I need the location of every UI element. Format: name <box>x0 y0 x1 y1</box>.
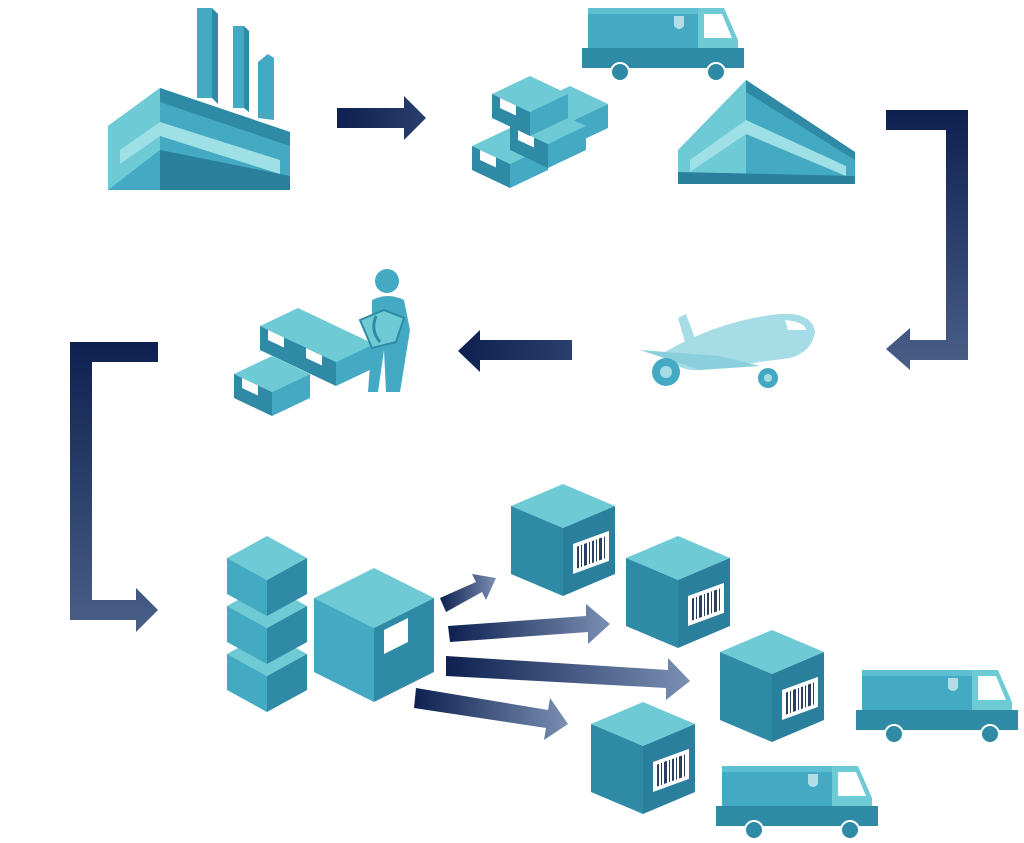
arrow-to-parcel-1 <box>440 574 496 612</box>
box-stack-icon <box>472 76 608 188</box>
barcode-box-icon <box>626 536 730 648</box>
airplane-icon <box>640 313 815 388</box>
barcode-box-icon <box>591 702 695 814</box>
delivery-truck-icon <box>715 765 879 840</box>
arrow-warehouse-to-airplane <box>886 110 968 370</box>
arrow-to-parcel-2 <box>448 604 610 644</box>
worker-carrying-box-icon <box>358 269 410 392</box>
barcode-box-icon <box>511 484 615 596</box>
barcode-box-icon <box>720 630 824 742</box>
stacked-cubes-icon <box>227 536 307 712</box>
delivery-truck-icon <box>855 669 1019 744</box>
large-box-icon <box>314 568 434 702</box>
arrow-worker-to-sorting <box>70 342 158 632</box>
arrow-airplane-to-worker <box>458 330 572 372</box>
arrow-to-parcel-4 <box>414 688 568 740</box>
box-stack-icon <box>234 308 374 416</box>
arrow-factory-to-boxes <box>337 96 426 140</box>
warehouse-icon <box>678 80 855 184</box>
arrow-to-parcel-3 <box>446 656 690 700</box>
delivery-truck-icon <box>581 7 745 82</box>
factory-icon <box>108 8 290 190</box>
